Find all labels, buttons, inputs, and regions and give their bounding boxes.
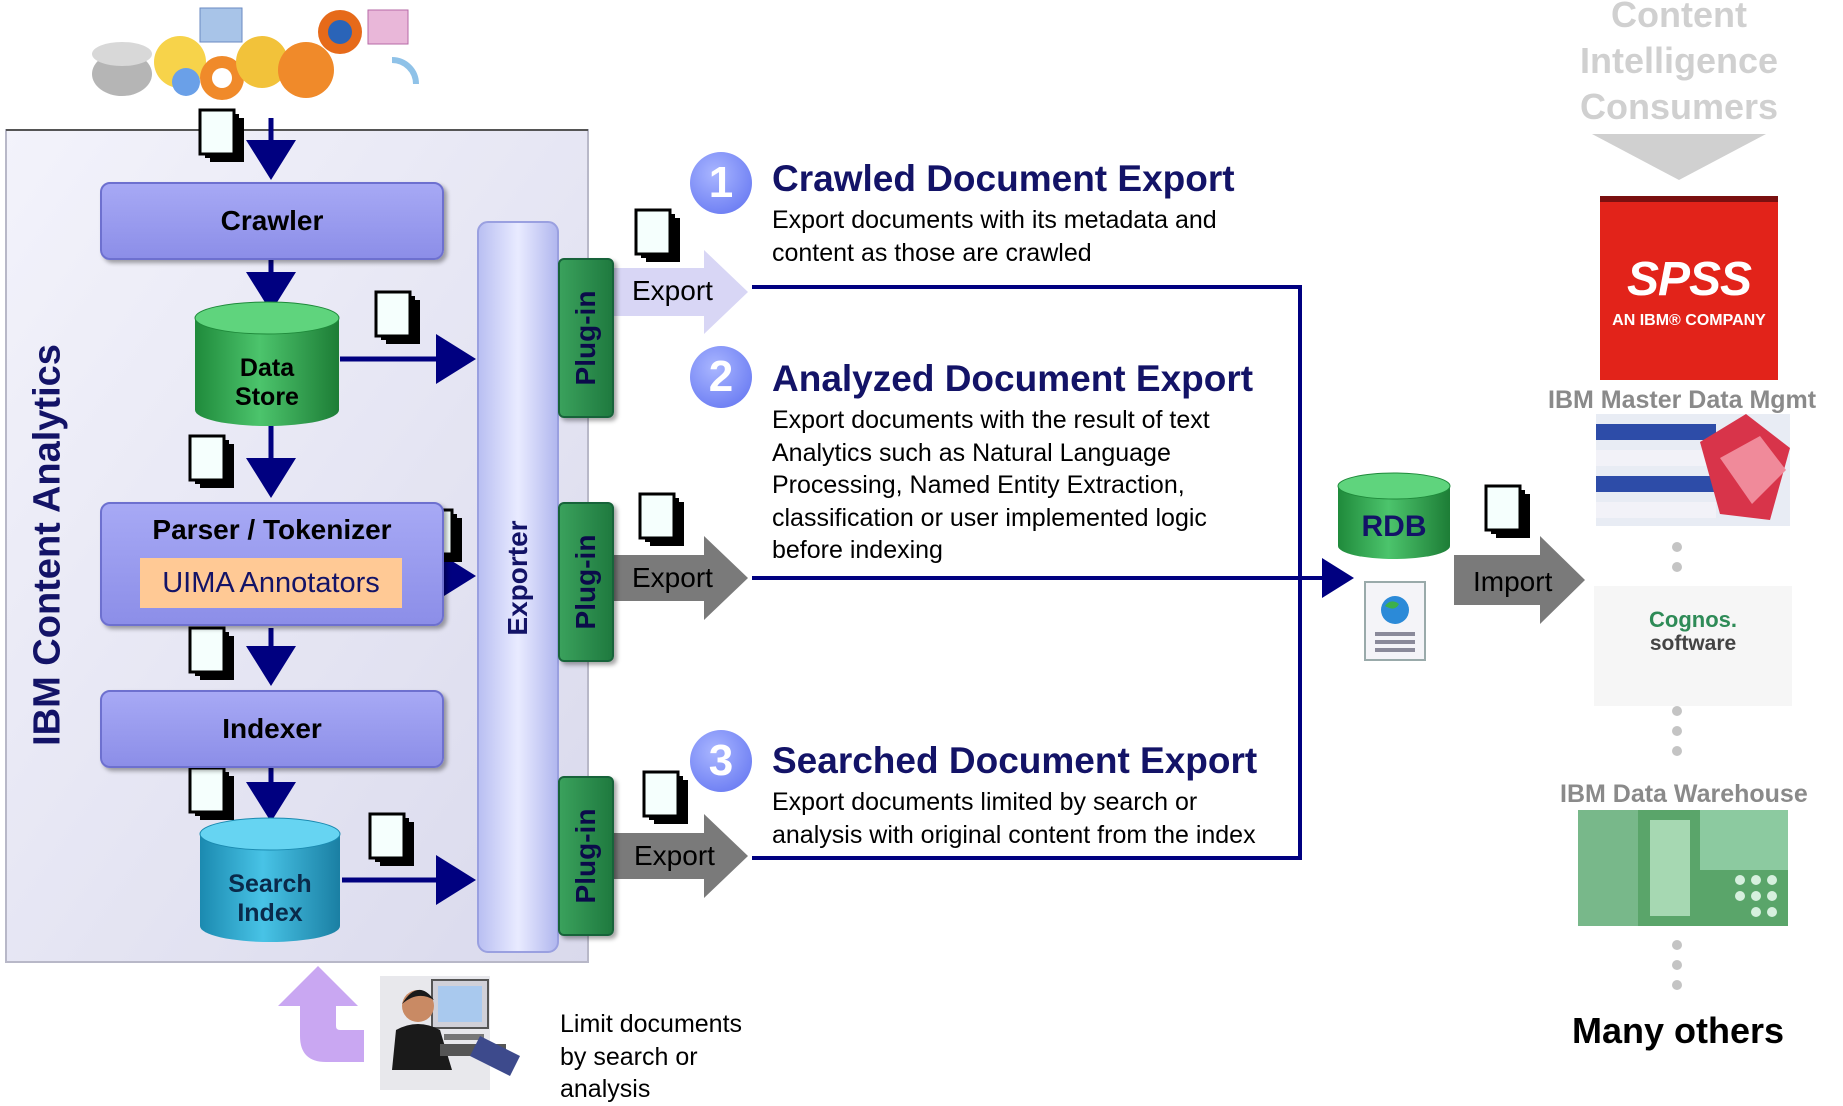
number-badge-2: 2 [690,346,752,408]
document-icon [188,434,236,490]
export-label-3: Export [634,840,715,871]
master-data-image [1596,414,1790,526]
document-icon [374,290,422,346]
document-icon [634,208,682,264]
export-label-1: Export [632,275,713,306]
many-others-label: Many others [1572,1010,1785,1051]
spss-logo: SPSS AN IBM® COMPANY [1600,196,1778,380]
master-data-label: IBM Master Data Mgmt [1548,386,1817,414]
export-arrow-3 [614,814,748,898]
data-store-label: Data Store [235,354,299,411]
dots-1 [1672,542,1682,582]
export-title-2: Analyzed Document Export [772,358,1254,399]
uima-annotators-label: UIMA Annotators [162,566,380,599]
document-icon [368,812,416,868]
export-title-3: Searched Document Export [772,740,1258,781]
import-arrow [1454,536,1585,624]
export-label-2: Export [632,562,713,593]
parser-box: Parser / Tokenizer UIMA Annotators [100,502,444,626]
document-icon [638,492,686,548]
parser-label: Parser / Tokenizer [152,514,392,545]
crawler-box: Crawler [100,182,444,260]
cognos-logo: Cognos. software [1649,607,1737,656]
document-icon [642,770,690,826]
web-page-icon [1364,581,1426,661]
export-title-1: Crawled Document Export [772,158,1235,199]
data-warehouse-image [1578,810,1788,926]
export-description-3: Export documents limited by search or an… [772,788,1256,849]
import-label: Import [1473,566,1553,597]
search-index-cylinder [199,817,341,942]
plugin-2: Plug-in [558,502,614,662]
cognos-panel [1594,586,1792,706]
dots-3 [1672,940,1682,1000]
exporter-label: Exporter [502,520,533,636]
consumers-arrow [1592,134,1766,180]
export-arrow-1 [614,250,748,334]
document-icon [1484,484,1532,540]
user-note: Limit documents by search or analysis [560,1010,743,1103]
plugin-3: Plug-in [558,776,614,936]
export-arrow-2 [614,536,748,620]
uima-annotators-box: UIMA Annotators [140,558,402,608]
data-store-cylinder [194,301,340,426]
document-icon [188,766,236,822]
consumers-header: Content Intelligence Consumers [1579,0,1779,127]
document-icon [198,108,246,164]
number-badge-3: 3 [690,730,752,792]
data-warehouse-label: IBM Data Warehouse [1560,780,1808,808]
rdb-label: RDB [1361,510,1427,543]
data-source-icons [92,7,419,100]
rdb-cylinder [1337,472,1451,559]
user-workstation-icon [380,976,520,1090]
indexer-box: Indexer [100,690,444,768]
document-icon [188,626,236,682]
export-description-1: Export documents with its metadata and c… [772,206,1217,267]
feedback-arrow [278,966,364,1062]
dots-2 [1672,706,1682,766]
plugin-1: Plug-in [558,258,614,418]
search-index-label: Search Index [228,870,312,927]
number-badge-1: 1 [690,152,752,214]
indexer-label: Indexer [222,713,322,744]
system-title: IBM Content Analytics [26,344,69,746]
export-description-2: Export documents with the result of text… [772,406,1210,564]
crawler-label: Crawler [220,205,324,236]
